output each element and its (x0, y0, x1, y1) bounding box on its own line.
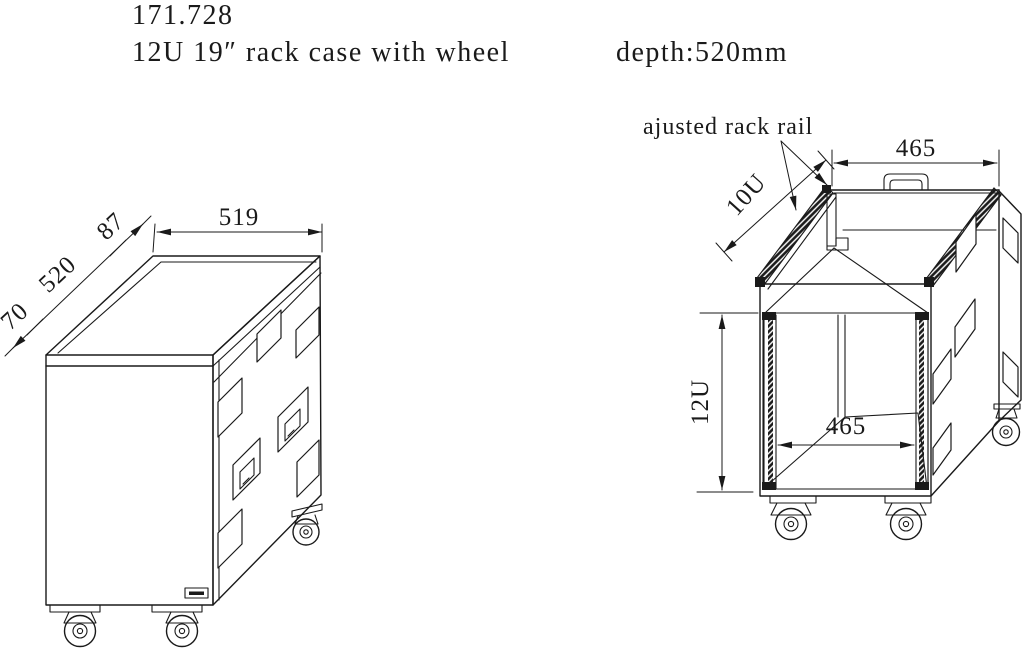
latch (295, 306, 320, 359)
dim-label-519: 519 (219, 204, 260, 231)
title-block: 171.728 12U 19″ rack case with wheel dep… (132, 0, 788, 68)
corner-post-foot (826, 237, 849, 251)
case-description: 12U 19″ rack case with wheel (132, 37, 510, 68)
dim-label-465-opening: 465 (826, 413, 867, 440)
dim-label-465-top: 465 (896, 135, 937, 162)
rear-caster (991, 403, 1021, 447)
dim-label-520: 520 (34, 251, 82, 298)
rack-rail-annotation-text: ajusted rack rail (643, 114, 813, 140)
corner-post (826, 193, 837, 247)
latch (217, 508, 243, 569)
front-left-caster (49, 604, 101, 648)
latch (1002, 351, 1019, 398)
front-right-caster (884, 495, 932, 541)
case-right-face (212, 255, 322, 606)
caster-wheel (774, 507, 808, 541)
dim-12u: 12U (687, 312, 759, 493)
depth-spec: depth:520mm (616, 37, 788, 68)
annotation-rack-rail: ajusted rack rail (643, 114, 828, 211)
case-front-face (45, 365, 214, 606)
rack-interior (762, 314, 928, 490)
latch (256, 309, 282, 363)
left-view-closed-case: 519 70 520 87 (0, 204, 323, 648)
latch (954, 298, 976, 358)
butterfly-latch-detail (239, 457, 255, 490)
latch (932, 348, 952, 405)
name-plate (184, 587, 209, 599)
dim-depth-diagonal: 70 520 87 (0, 207, 152, 357)
rear-band (998, 190, 1022, 422)
lid-band-right (212, 266, 321, 367)
front-right-caster (151, 604, 203, 648)
interior-edges (765, 247, 929, 314)
dim-519: 519 (152, 204, 323, 253)
caster-wheel (889, 507, 923, 541)
latch (217, 377, 243, 438)
front-left-caster (769, 495, 817, 541)
caster-wheel (292, 518, 320, 546)
dim-label-10u: 10U (721, 169, 772, 221)
butterfly-latch (277, 386, 309, 453)
caster-wheel (63, 614, 97, 648)
butterfly-latch-detail (284, 408, 301, 442)
latch (932, 422, 952, 476)
lid-handle (883, 173, 929, 191)
model-number: 171.728 (132, 0, 234, 31)
latch (296, 439, 320, 498)
latch (955, 213, 977, 273)
butterfly-latch (232, 437, 261, 501)
side-caster (291, 503, 323, 546)
right-side-face (930, 189, 1022, 497)
dim-465-opening: 465 (777, 413, 915, 449)
dim-label-70: 70 (0, 297, 34, 335)
dim-label-87: 87 (92, 207, 130, 245)
latches-right-face (217, 306, 320, 569)
lid-front-band (45, 354, 214, 367)
dim-label-12u: 12U (687, 379, 714, 425)
front-rack-rails (762, 312, 929, 490)
dim-465-top: 465 (831, 135, 1000, 187)
caster-wheel (991, 417, 1021, 447)
left-top-rail (756, 185, 834, 286)
caster-wheel (165, 614, 199, 648)
right-view-open-case: 465 10U 12U 465 ajusted rack rail (643, 114, 1022, 541)
latch (1002, 217, 1019, 264)
